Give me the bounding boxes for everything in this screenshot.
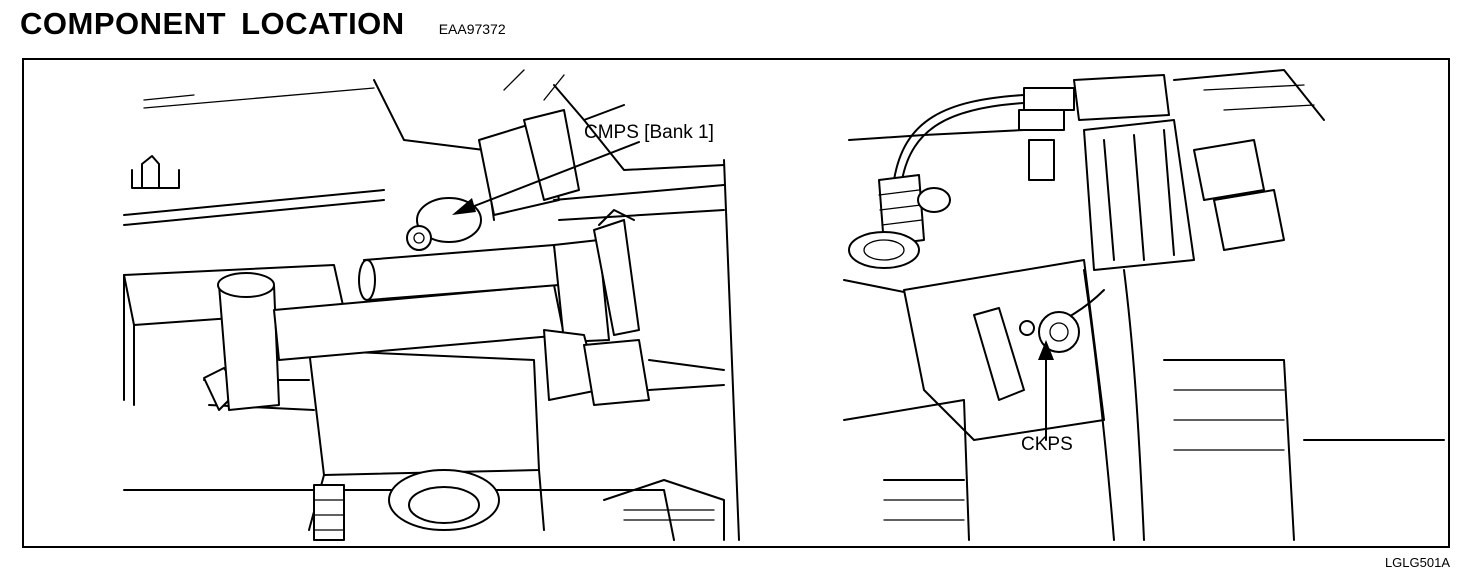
lower-clamp	[583, 339, 650, 406]
connector-upper	[1193, 139, 1265, 201]
lower-block-edge	[123, 489, 675, 541]
figure-id: LGLG501A	[1384, 555, 1450, 570]
top-edge	[848, 129, 1025, 141]
case-ribs	[1173, 389, 1285, 451]
lower-right-block	[603, 479, 725, 541]
ckps-sensor	[1038, 311, 1080, 353]
lower-fins	[623, 509, 715, 521]
housing-outline	[373, 79, 495, 221]
cap-plug	[917, 187, 951, 213]
block-side	[123, 274, 135, 406]
harness-right	[1123, 269, 1145, 541]
document-code: EAA97372	[438, 21, 506, 37]
lower-hose-run	[648, 359, 725, 391]
cmps-callout-label: CMPS [Bank 1]	[584, 122, 714, 143]
cover-edge	[123, 189, 385, 226]
left-engine-view: CMPS [Bank 1]	[123, 69, 740, 541]
neck-pipe-opening	[217, 272, 275, 298]
o2-sensor-thread	[878, 189, 923, 226]
hose-clamp-band	[593, 219, 640, 336]
bracket-lines-right	[1203, 84, 1315, 111]
o2-sensor-body	[878, 174, 925, 246]
right-engine-view: CKPS	[843, 69, 1445, 541]
cmps-arrowhead	[452, 198, 476, 215]
page-title: COMPONENT LOCATION	[20, 6, 405, 41]
hose-clamp-large	[553, 239, 610, 343]
lower-right-case	[1163, 359, 1295, 541]
o2-sensor-wire	[893, 94, 1045, 181]
heat-shield-ribs	[1103, 129, 1175, 261]
bracket-lines	[503, 69, 565, 101]
top-hose-run	[553, 184, 725, 221]
o2-sensor-base	[848, 231, 920, 269]
engine-illustration: CMPS [Bank 1]	[123, 69, 1445, 541]
wire-connector	[1023, 87, 1075, 111]
o2-sensor-base-inner	[863, 239, 905, 261]
left-panel-right-edge	[723, 159, 740, 541]
clip-icon	[131, 155, 180, 189]
cmps-bolt	[406, 225, 432, 251]
ckps-bracket	[973, 307, 1025, 401]
o2-sensor-wire-outer	[901, 102, 1045, 181]
lower-case	[843, 399, 970, 541]
cmps-bolt-head	[413, 232, 425, 244]
cmps-leader-line	[463, 141, 640, 211]
ckps-bolt	[1019, 320, 1035, 336]
ckps-callout-label: CKPS	[1021, 434, 1073, 455]
block-top-edge	[143, 87, 375, 109]
right-top-bracket	[1173, 69, 1325, 121]
component-location-figure: CMPS [Bank 1]	[22, 58, 1450, 548]
lower-case-lines	[883, 499, 965, 521]
stud-thread	[313, 499, 345, 531]
upper-bracket	[553, 84, 725, 171]
lower-port-inner	[408, 486, 480, 524]
top-hose-clamp	[523, 109, 580, 201]
connector-housing	[1073, 74, 1170, 121]
ckps-arrowhead	[1038, 340, 1054, 360]
stud-nut	[1018, 109, 1065, 131]
page-header: COMPONENT LOCATION EAA97372	[20, 4, 506, 44]
upper-hose-end	[358, 259, 376, 301]
thermostat-housing	[308, 349, 540, 476]
lower-stud	[313, 484, 345, 541]
stud-bolt	[1028, 139, 1055, 181]
connector-lower	[1213, 189, 1285, 251]
lower-port	[388, 469, 500, 531]
neck-pipe	[218, 284, 280, 411]
ckps-sensor-core	[1049, 322, 1069, 342]
harness-left	[1083, 269, 1115, 541]
